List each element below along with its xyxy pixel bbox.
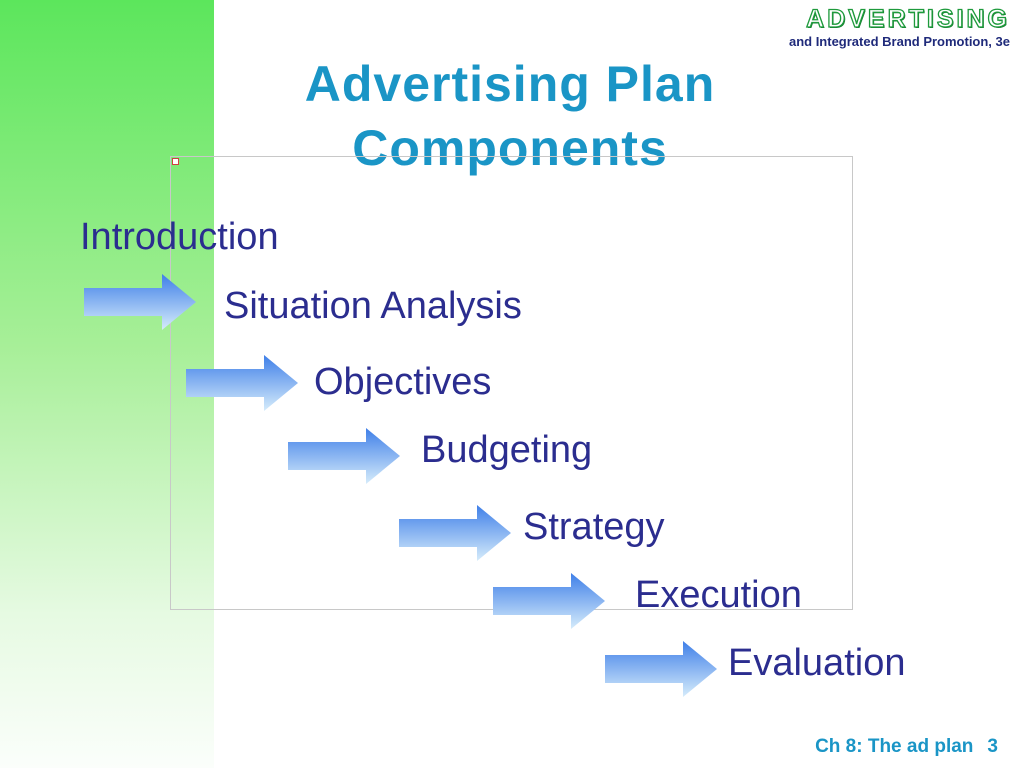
chapter-label: Ch 8: The ad plan [815,736,974,757]
step-objectives: Objectives [314,361,492,403]
arrow-icon [605,641,717,697]
logo-subtitle: and Integrated Brand Promotion, 3e [788,34,1010,49]
publisher-logo: ADVERTISING and Integrated Brand Promoti… [788,5,1010,49]
step-strategy: Strategy [523,506,665,548]
arrow-icon [399,505,511,561]
title-line-2: Components [352,120,668,176]
logo-wordmark: ADVERTISING [805,5,1010,33]
arrow-icon [84,274,196,330]
step-situation-analysis: Situation Analysis [224,285,522,327]
page-number: 3 [987,736,998,757]
step-introduction: Introduction [80,216,279,258]
green-side-band [0,0,214,768]
arrow-icon [186,355,298,411]
title-line-1: Advertising Plan [304,56,716,112]
broken-image-icon [172,158,179,165]
arrow-icon [493,573,605,629]
step-budgeting: Budgeting [421,429,593,471]
slide-title: Advertising Plan Components [200,52,820,180]
slide-footer: Ch 8: The ad plan 3 [815,736,998,758]
step-execution: Execution [635,574,802,616]
step-evaluation: Evaluation [728,642,906,684]
arrow-icon [288,428,400,484]
